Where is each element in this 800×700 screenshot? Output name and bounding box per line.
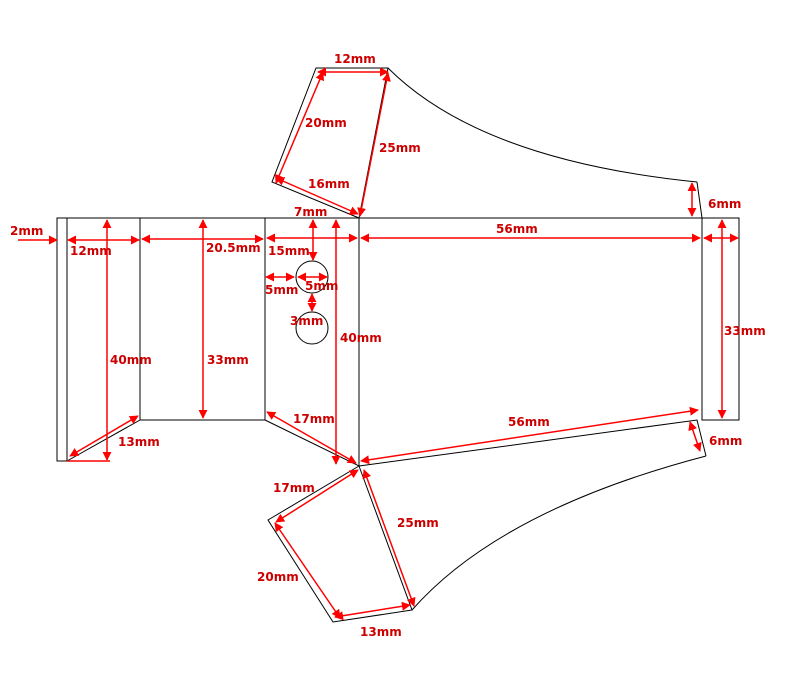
top-tab-right-edge xyxy=(696,181,703,219)
dim-line-top-flap-25 xyxy=(357,72,391,217)
label-hole-dia-5: 5mm xyxy=(305,279,338,293)
label-top-flap-25: 25mm xyxy=(379,141,421,155)
top-curve-edge xyxy=(387,67,698,183)
middle-panel xyxy=(139,217,266,421)
label-top-flap-20: 20mm xyxy=(305,116,347,130)
dim-line-bottom-56 xyxy=(360,406,699,465)
label-hole-offset-7: 7mm xyxy=(294,205,327,219)
hole-lower xyxy=(295,311,329,345)
label-panel-12: 12mm xyxy=(70,244,112,258)
label-panel-56-top: 56mm xyxy=(496,222,538,236)
label-left-40: 40mm xyxy=(110,353,152,367)
dim-line-bottom-flap-13 xyxy=(334,601,411,621)
label-tab-2: 2mm xyxy=(10,224,43,238)
label-hole-gap-3: 3mm xyxy=(290,314,323,328)
label-center-40: 40mm xyxy=(340,331,382,345)
label-top-flap-12: 12mm xyxy=(334,52,376,66)
label-tab-6-bottom: 6mm xyxy=(709,434,742,448)
dim-line-bottom-flap-20 xyxy=(274,522,341,619)
label-panel-15: 15mm xyxy=(268,244,310,258)
label-bottom-flap-20: 20mm xyxy=(257,570,299,584)
label-top-flap-16: 16mm xyxy=(308,177,350,191)
label-bottom-flap-25: 25mm xyxy=(397,516,439,530)
dim-line-left-13 xyxy=(69,415,139,457)
dim-line-lower-17 xyxy=(266,411,357,464)
dimension-lines xyxy=(18,67,739,621)
label-tab-6-top: 6mm xyxy=(708,197,741,211)
right-tab-strip xyxy=(701,217,740,421)
label-left-13: 13mm xyxy=(118,435,160,449)
top-flap-outline xyxy=(271,67,389,219)
dimension-labels: 2mm 12mm 20.5mm 15mm 7mm 56mm 6mm 40mm 3… xyxy=(10,52,766,639)
label-middle-33: 33mm xyxy=(207,353,249,367)
dim-line-tab-6-bottom xyxy=(688,421,702,452)
label-bottom-flap-13: 13mm xyxy=(360,625,402,639)
dim-line-bottom-flap-17 xyxy=(275,469,359,523)
bottom-curve-edge xyxy=(411,455,707,611)
label-hole-left-5: 5mm xyxy=(265,283,298,297)
label-panel-20-5: 20.5mm xyxy=(206,241,261,255)
label-bottom-flap-17: 17mm xyxy=(273,481,315,495)
label-right-33: 33mm xyxy=(724,324,766,338)
left-tab-strip xyxy=(56,217,68,462)
dim-line-top-flap-16 xyxy=(275,177,359,215)
label-bottom-56: 56mm xyxy=(508,415,550,429)
dim-line-bottom-flap-25 xyxy=(362,469,416,607)
dim-line-top-flap-20 xyxy=(275,71,324,184)
hole-upper xyxy=(295,260,329,294)
label-lower-17: 17mm xyxy=(293,412,335,426)
